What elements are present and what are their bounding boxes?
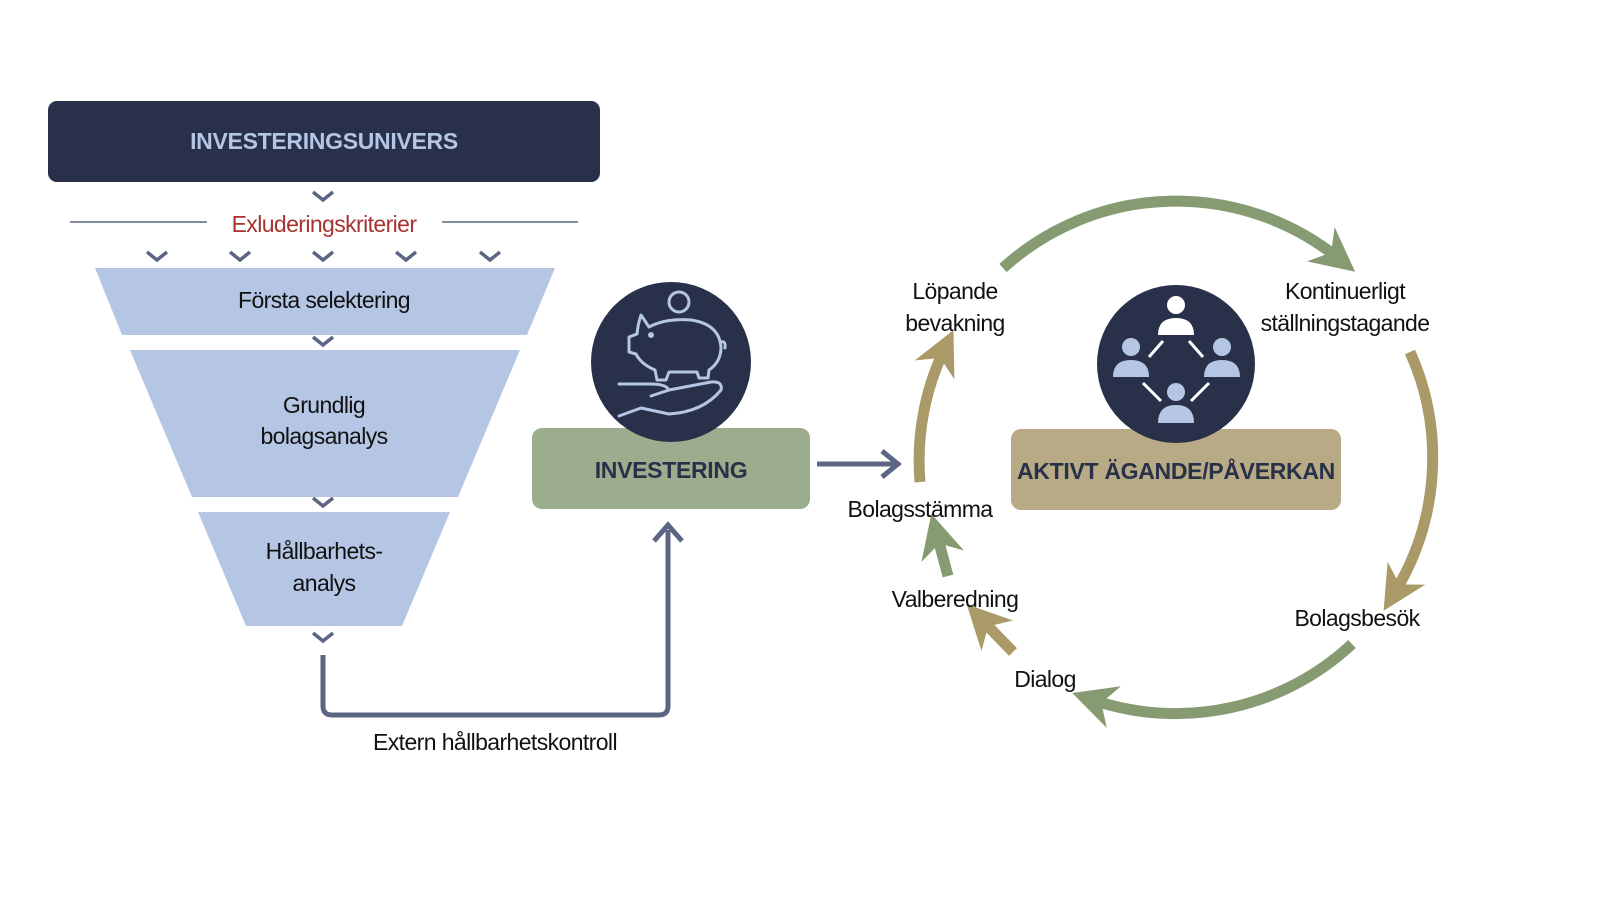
cycle-label-position-1: Kontinuerligt [1284, 278, 1406, 304]
stage-sustainability-line1: Hållbarhets- [265, 538, 383, 564]
feedback-arrowhead [652, 521, 684, 543]
cycle-arc-top [999, 195, 1356, 273]
investment-universe-header: INVESTERINGSUNIVERS [48, 101, 600, 182]
funnel-stage-1 [95, 268, 555, 335]
stage-analysis-line1: Grundlig [282, 392, 366, 418]
stage-first-selection: Första selektering [238, 287, 411, 313]
stage-sustainability-line2: analys [292, 570, 356, 596]
chevron-down-icons [145, 190, 502, 644]
exclusion-criteria-label: Exluderingskriterier [231, 211, 417, 237]
cycle-arc-right [1383, 349, 1439, 611]
cycle-label-company-visit: Bolagsbesök [1294, 605, 1420, 631]
cycle-label-monitoring-1: Löpande [912, 278, 998, 304]
cycle-label-agm: Bolagsstämma [847, 496, 994, 522]
cycle-arc-left-mid [921, 513, 964, 578]
cycle-arc-bottom [1072, 639, 1356, 728]
external-check-label: Extern hållbarhetskontroll [373, 729, 618, 755]
cycle-label-monitoring-2: bevakning [905, 310, 1005, 336]
funnel-stage-2 [130, 350, 520, 497]
funnel-stage-3 [198, 512, 450, 626]
ownership-label: AKTIVT ÄGANDE/PÅVERKAN [1017, 458, 1335, 484]
piggy-bank-icon [591, 282, 751, 442]
cycle-label-position-2: ställningstagande [1260, 310, 1430, 336]
feedback-arrow [320, 530, 671, 718]
people-network-icon [1097, 285, 1255, 443]
cycle-arc-left-top [913, 330, 955, 483]
ownership-box: AKTIVT ÄGANDE/PÅVERKAN [1011, 429, 1341, 510]
cycle-label-dialog: Dialog [1014, 666, 1076, 692]
stage-analysis-line2: bolagsanalys [260, 423, 388, 449]
investment-label: INVESTERING [594, 457, 748, 483]
cycle-arc-left-low [966, 604, 1017, 656]
flow-arrowhead [880, 449, 902, 479]
cycle-label-nomination: Valberedning [891, 586, 1019, 612]
